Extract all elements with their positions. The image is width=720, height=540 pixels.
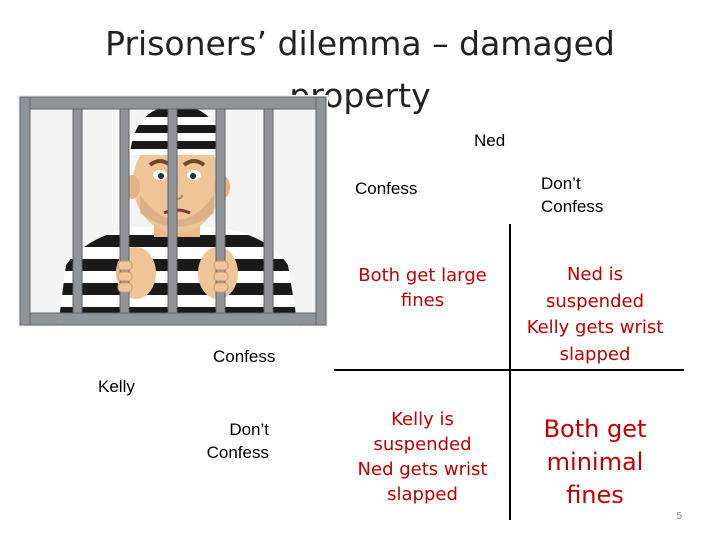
prison-bars xyxy=(19,96,327,326)
column-player-label: Ned xyxy=(474,131,506,150)
cell-confess-confess: Both get large fines xyxy=(358,265,487,311)
col-header-confess: Confess xyxy=(355,179,418,198)
slide-number: 5 xyxy=(676,511,682,522)
slide-title: Prisoners’ dilemma – damaged property xyxy=(105,24,615,115)
row-player-label: Kelly xyxy=(98,377,135,396)
row-header-dont-confess: Don’t Confess xyxy=(206,420,269,462)
col-header-dont-confess: Don’t Confess xyxy=(541,174,604,216)
cell-dont-confess-dont-confess: Both get minimal fines xyxy=(543,415,647,509)
cell-dont-confess-confess: Kelly is suspended Ned gets wrist slappe… xyxy=(357,409,488,505)
striped-shirt xyxy=(58,227,298,327)
matrix-vertical-line xyxy=(509,224,511,520)
prisoner-illustration xyxy=(18,95,328,327)
matrix-horizontal-line xyxy=(334,369,684,371)
row-header-confess: Confess xyxy=(213,347,276,366)
cell-confess-dont-confess: Ned is suspended Kelly gets wrist slappe… xyxy=(526,264,664,365)
